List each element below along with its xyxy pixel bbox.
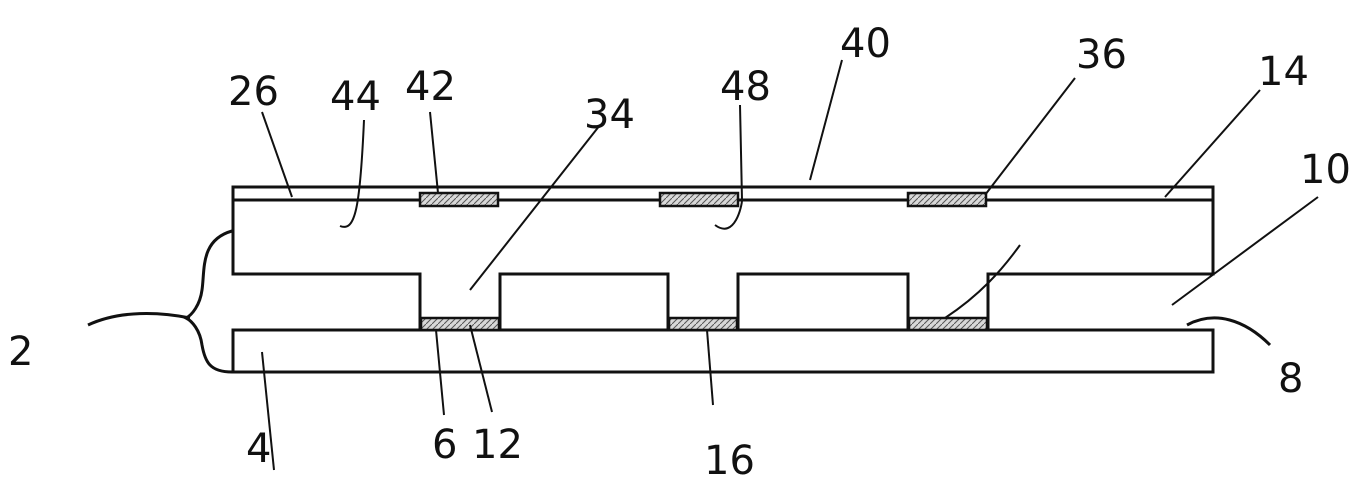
label-12: 12: [472, 422, 523, 468]
label-36: 36: [1076, 32, 1127, 78]
label-4: 4: [246, 426, 271, 472]
upper-electrode-42: [420, 193, 498, 206]
upper-electrode-48: [660, 193, 738, 206]
leader-36-lower: [945, 245, 1020, 318]
label-26: 26: [228, 69, 279, 115]
leader-16: [707, 330, 713, 405]
label-48: 48: [720, 64, 771, 110]
label-2: 2: [8, 329, 33, 375]
leader-44: [340, 120, 364, 227]
leader-14: [1165, 90, 1260, 197]
leader-36-upper: [985, 78, 1075, 195]
label-10: 10: [1300, 147, 1351, 193]
leader-12: [470, 325, 492, 412]
leader-2: [88, 314, 190, 325]
brace-2: [186, 231, 232, 372]
label-16: 16: [704, 438, 755, 484]
lower-electrode-12: [421, 318, 499, 330]
lower-electrode-36: [909, 318, 987, 330]
leader-48: [715, 105, 742, 229]
label-14: 14: [1258, 49, 1309, 95]
label-44: 44: [330, 74, 381, 120]
label-42: 42: [405, 64, 456, 110]
label-8: 8: [1278, 356, 1303, 402]
label-6: 6: [432, 422, 457, 468]
label-40: 40: [840, 21, 891, 67]
base-substrate: [233, 330, 1213, 372]
leader-26: [262, 112, 292, 197]
leader-42: [430, 112, 438, 193]
label-34: 34: [584, 92, 635, 138]
upper-electrode-36: [908, 193, 986, 206]
leader-10: [1172, 197, 1318, 305]
lower-electrode-16: [669, 318, 737, 330]
leader-34: [470, 125, 600, 290]
leader-40: [810, 60, 842, 180]
upper-layer-outline: [233, 200, 1213, 330]
